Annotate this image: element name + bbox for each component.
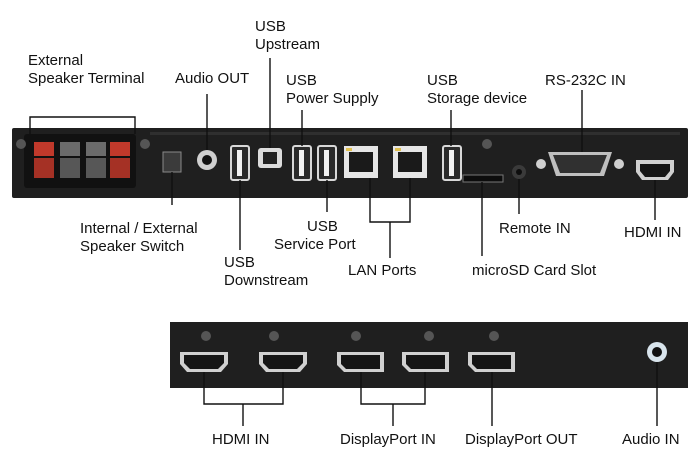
bottom-connector-panel [170, 322, 688, 388]
label-rs232c-in: RS-232C IN [545, 72, 626, 89]
label-external-speaker-terminal: External Speaker Terminal [28, 52, 144, 88]
label-displayport-in: DisplayPort IN [340, 431, 436, 448]
label-line: USB [307, 218, 338, 235]
label-microsd-card-slot: microSD Card Slot [472, 262, 597, 279]
label-line: Service Port [274, 236, 356, 253]
label-hdmi-in-bottom: HDMI IN [212, 431, 270, 448]
label-audio-out: Audio OUT [175, 70, 250, 87]
label-line: USB [286, 72, 317, 89]
label-line: Power Supply [286, 90, 379, 107]
label-displayport-out: DisplayPort OUT [465, 431, 578, 448]
label-usb-storage-device: USB Storage device [427, 72, 527, 108]
label-line: Downstream [224, 272, 309, 289]
label-line: USB [224, 254, 255, 271]
label-usb-service-port: USB Service Port [274, 218, 356, 254]
label-remote-in: Remote IN [499, 220, 571, 237]
label-line: Internal / External [80, 220, 198, 237]
label-hdmi-in-top: HDMI IN [624, 224, 682, 241]
label-usb-power-supply: USB Power Supply [286, 72, 379, 108]
label-usb-upstream: USB Upstream [255, 18, 320, 54]
label-line: USB [427, 72, 458, 89]
label-line: Upstream [255, 36, 321, 53]
label-line: Speaker Switch [80, 238, 185, 255]
label-lan-ports: LAN Ports [348, 262, 417, 279]
label-line: USB [255, 18, 286, 35]
label-audio-in: Audio IN [622, 431, 680, 448]
label-internal-external-speaker-switch: Internal / External Speaker Switch [80, 220, 198, 256]
label-line: Storage device [427, 90, 528, 107]
top-connector-panel [12, 128, 688, 198]
label-line: External [28, 52, 84, 69]
label-line: Speaker Terminal [28, 70, 145, 87]
label-usb-downstream: USB Downstream [224, 254, 308, 290]
